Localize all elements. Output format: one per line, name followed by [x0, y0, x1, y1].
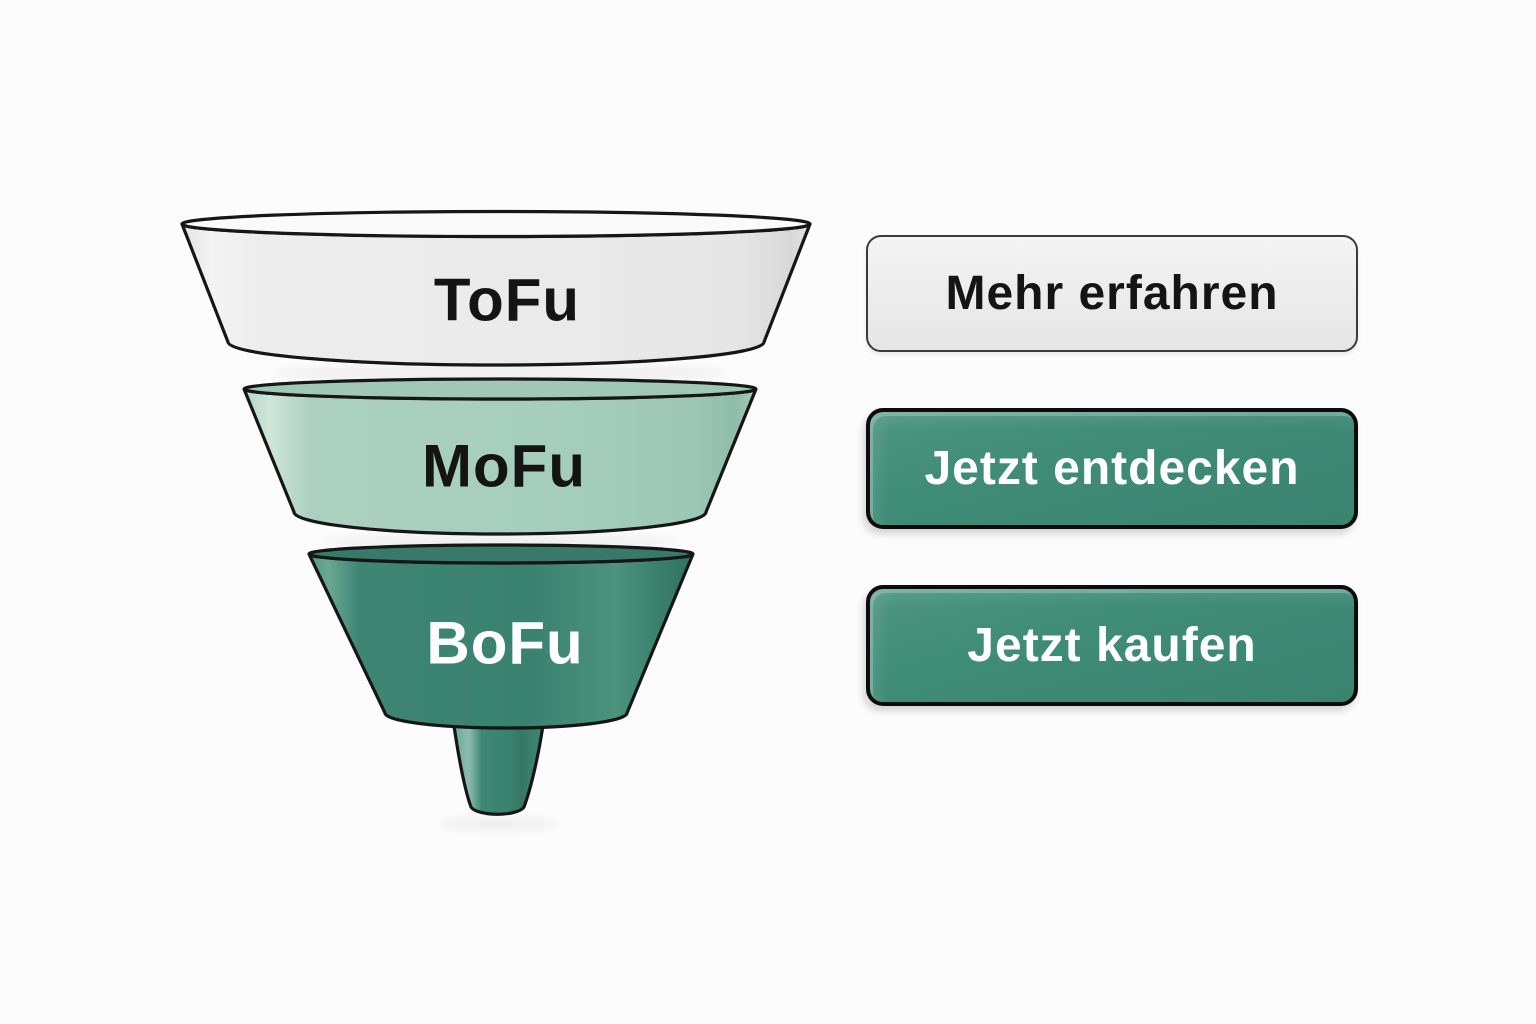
cta-button-jetzt-entdecken[interactable]: Jetzt entdecken	[866, 408, 1358, 529]
cta-button-mehr-erfahren[interactable]: Mehr erfahren	[866, 235, 1358, 352]
bofu-label: BoFu	[426, 610, 583, 677]
tofu-label: ToFu	[434, 267, 580, 334]
cta-button-label: Mehr erfahren	[945, 267, 1279, 320]
cta-button-jetzt-kaufen[interactable]: Jetzt kaufen	[866, 585, 1358, 706]
mofu-label: MoFu	[422, 433, 586, 500]
bofu-shadow	[438, 818, 558, 830]
funnel-stage-mofu: MoFu	[242, 377, 758, 536]
funnel-stage-tofu: ToFu	[180, 209, 812, 367]
bofu-spout-shape	[450, 710, 547, 816]
funnel-stage-bofu: BoFu	[307, 543, 695, 816]
mofu-rim-ellipse	[242, 377, 758, 401]
bofu-rim-ellipse	[307, 543, 695, 565]
cta-button-label: Jetzt entdecken	[924, 442, 1300, 495]
cta-button-label: Jetzt kaufen	[967, 619, 1257, 672]
tofu-shadow	[270, 364, 730, 382]
tofu-rim-ellipse	[180, 209, 812, 239]
